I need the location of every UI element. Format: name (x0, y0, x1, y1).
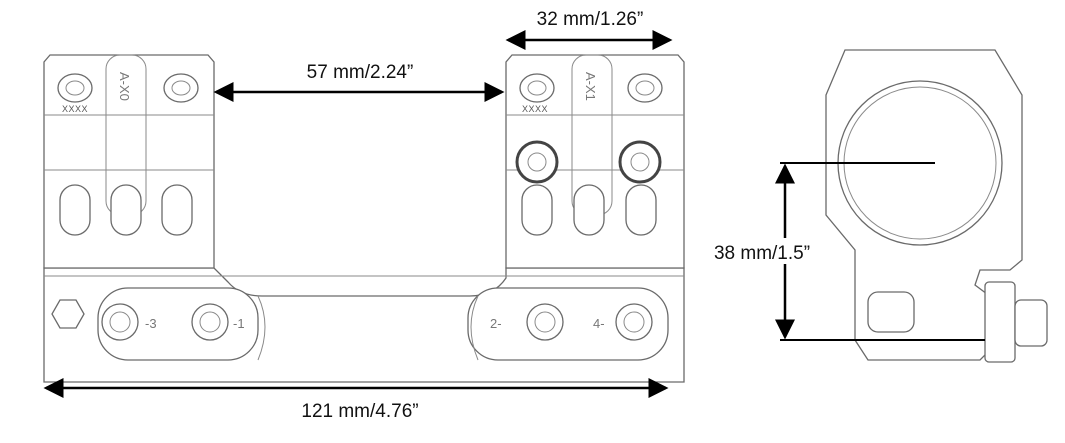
mount-base: -3 -1 2- 4- (43, 267, 685, 383)
dimension-label: 121 mm/4.76” (301, 401, 418, 422)
screw-label: -1 (233, 316, 245, 331)
serial-marking: XXXX (62, 104, 88, 114)
dimension-label: 57 mm/2.24” (307, 62, 414, 83)
screw-label: 2- (490, 316, 502, 331)
dimension-label: 38 mm/1.5” (714, 243, 810, 264)
dimension-ring-spacing: 57 mm/2.24” (213, 62, 505, 102)
serial-marking: XXXX (522, 104, 548, 114)
screw-label: -3 (145, 316, 157, 331)
dimension-ring-width: 32 mm/1.26” (505, 9, 673, 50)
dimension-center-height: 38 mm/1.5” (697, 162, 985, 341)
front-ring-block: XXXX A-X0 (43, 54, 215, 269)
ring-marking: A-X0 (117, 72, 132, 101)
ring-marking: A-X1 (583, 72, 598, 101)
side-view-ring (825, 49, 1048, 363)
screw-label: 4- (593, 316, 605, 331)
dimension-label: 32 mm/1.26” (537, 9, 644, 30)
rear-ring-block: XXXX A-X1 (505, 54, 685, 269)
dimension-overall-length: 121 mm/4.76” (43, 378, 669, 422)
